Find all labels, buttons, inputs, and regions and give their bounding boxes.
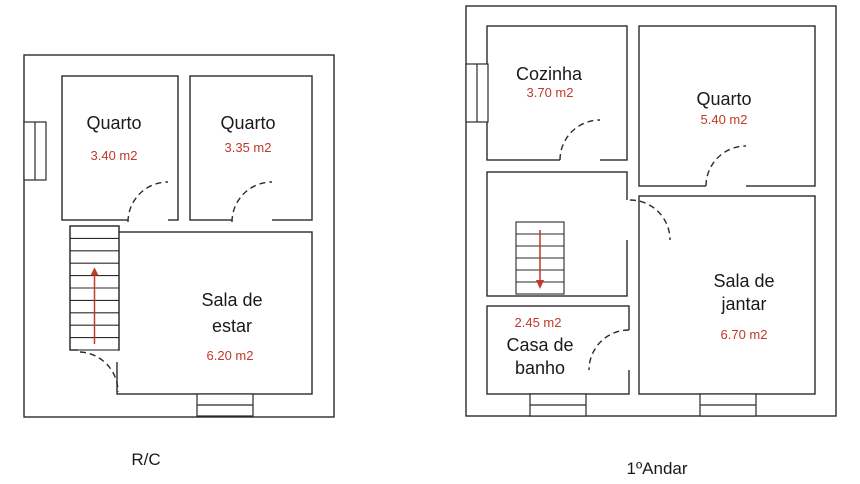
room-name: Quarto — [220, 113, 275, 133]
room-name: Quarto — [86, 113, 141, 133]
window-1andar-south-right — [699, 393, 757, 417]
room-sala-de-estar — [116, 231, 313, 395]
floor-label: 1ºAndar — [626, 459, 687, 478]
room-name: Sala de — [713, 271, 774, 291]
room-name: Sala de — [201, 290, 262, 310]
door-entrance — [79, 351, 119, 393]
stairs-icon — [515, 221, 565, 295]
room-area: 3.35 m2 — [225, 140, 272, 155]
room-quarto-left — [61, 75, 179, 221]
door-quarto — [705, 145, 747, 187]
window-rc-south — [196, 393, 254, 417]
door-casa-de-banho — [588, 329, 630, 371]
stair-arrowhead — [90, 267, 99, 276]
room-area: 3.70 m2 — [527, 85, 574, 100]
door-quarto-right — [231, 181, 273, 223]
room-area: 6.20 m2 — [207, 348, 254, 363]
room-name: jantar — [720, 294, 766, 314]
floor-plan-rc: Quarto 3.40 m2 Quarto 3.35 m2 Sala de es… — [23, 54, 335, 469]
room-name: Casa de — [506, 335, 573, 355]
room-quarto-right — [189, 75, 313, 221]
room-casa-de-banho — [486, 305, 630, 395]
floor-plan-1andar: Cozinha 3.70 m2 Quarto 5.40 m2 Sala de j… — [465, 5, 837, 478]
room-cozinha — [486, 25, 628, 161]
stairs-icon — [69, 225, 120, 351]
stair-arrowhead — [536, 280, 544, 289]
room-quarto — [638, 25, 816, 187]
room-area: 6.70 m2 — [721, 327, 768, 342]
room-area: 5.40 m2 — [701, 112, 748, 127]
room-area: 3.40 m2 — [91, 148, 138, 163]
window-1andar-west — [465, 63, 489, 123]
door-sala-de-jantar — [629, 199, 671, 241]
room-name: Cozinha — [516, 64, 583, 84]
door-cozinha — [559, 119, 601, 161]
window-rc-west — [23, 121, 47, 181]
door-quarto-left — [127, 181, 169, 223]
room-name: estar — [212, 316, 252, 336]
floor-label: R/C — [131, 450, 160, 469]
room-area: 2.45 m2 — [515, 315, 562, 330]
window-1andar-south-left — [529, 393, 587, 417]
room-name: Quarto — [696, 89, 751, 109]
room-name: banho — [515, 358, 565, 378]
